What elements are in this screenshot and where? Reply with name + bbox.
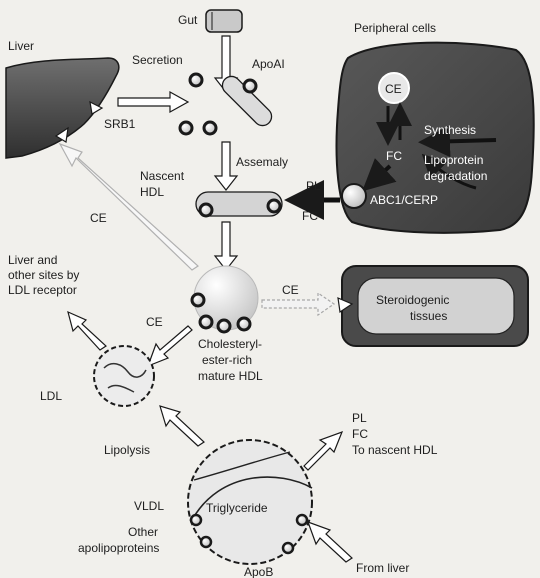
fc-bottom-label: FC [352,427,368,441]
liver-other-label-1: Liver and [8,253,57,267]
liver-other-label-3: LDL receptor [8,283,77,297]
hdl-label: HDL [140,185,164,199]
pl-fc-transfer-arrow [304,432,342,470]
vldl-label: VLDL [134,499,164,513]
mature-label-1: Cholesteryl- [198,337,262,351]
apoai-label: ApoAI [252,57,285,71]
mature-label-2: ester-rich [202,353,252,367]
to-nascent-label: To nascent HDL [352,443,438,457]
other-apo-label-2: apolipoproteins [78,541,159,555]
pl-label: PL [306,179,321,193]
gut-icon [206,10,242,32]
degradation-label: degradation [424,169,487,183]
lipolysis-label: Lipolysis [104,443,150,457]
fc-inner-label: FC [386,149,402,163]
ce-to-liver-arrow [60,144,198,270]
steroid-label-2: tissues [410,309,447,323]
maturation-arrow [215,222,237,270]
assembly-arrow [215,142,237,190]
secretion-label: Secretion [132,53,183,67]
nascent-label: Nascent [140,169,185,183]
lipoprotein-label: Lipoprotein [424,153,483,167]
gut-label: Gut [178,13,198,27]
ldl-label: LDL [40,389,62,403]
abc1-label: ABC1/CERP [370,193,438,207]
assembly-label: Assemaly [236,155,288,169]
liver-other-label-2: other sites by [8,268,79,282]
liver-label: Liver [8,39,34,53]
pl-bottom-label: PL [352,411,367,425]
ce-to-liver-label: CE [90,211,107,225]
synthesis-label: Synthesis [424,123,476,137]
ce-inner-label: CE [385,82,402,96]
ldl-particle [94,346,154,406]
triglyceride-label: Triglyceride [206,501,268,515]
ce-steroid-label: CE [282,283,299,297]
mature-label-3: mature HDL [198,369,263,383]
steroid-label-1: Steroidogenic [376,293,449,307]
from-liver-arrow [308,522,352,562]
from-liver-label: From liver [356,561,409,575]
secretion-arrow [118,92,188,112]
abc1-cerp-transporter [342,184,366,208]
peripheral-cells-label: Peripheral cells [354,21,436,35]
ce-to-ldl-arrow [148,326,192,366]
fc-label: FC [302,209,318,223]
other-apo-label-1: Other [128,525,158,539]
ldl-uptake-arrow [68,312,106,350]
srb1-label: SRB1 [104,117,136,131]
lipolysis-arrow [160,406,204,446]
ce-ldl-label: CE [146,315,163,329]
apob-label: ApoB [244,565,273,578]
